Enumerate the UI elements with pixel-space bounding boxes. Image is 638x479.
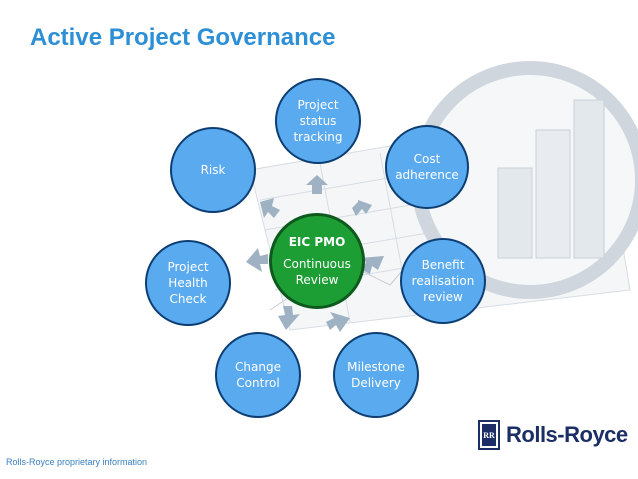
node-cost-adherence: Cost adherence bbox=[385, 125, 469, 209]
node-label: review bbox=[423, 290, 463, 304]
node-label: tracking bbox=[293, 130, 343, 144]
node-label: Cost bbox=[413, 152, 441, 166]
node-label: Milestone bbox=[347, 360, 405, 374]
node-milestone-delivery: Milestone Delivery bbox=[333, 332, 419, 418]
node-project-health-check: Project Health Check bbox=[145, 240, 231, 326]
hub-label: Review bbox=[295, 273, 339, 287]
node-change-control: Change Control bbox=[215, 332, 301, 418]
node-label: Change bbox=[235, 360, 281, 374]
brand-name: Rolls-Royce bbox=[506, 422, 628, 447]
node-project-status-tracking: Project status tracking bbox=[275, 78, 361, 164]
hub-title: EIC PMO bbox=[288, 235, 346, 249]
node-label: Check bbox=[169, 292, 207, 306]
node-label: Risk bbox=[200, 163, 226, 177]
node-label: adherence bbox=[395, 168, 459, 182]
node-label: Benefit bbox=[421, 258, 465, 272]
slide-title: Active Project Governance bbox=[30, 24, 336, 51]
node-benefit-realisation-review: Benefit realisation review bbox=[400, 238, 486, 324]
node-label: Project bbox=[297, 98, 339, 112]
hub-label: Continuous bbox=[283, 257, 351, 271]
rolls-royce-logo: RR Rolls-Royce bbox=[478, 420, 628, 450]
node-risk: Risk bbox=[170, 127, 256, 213]
rr-badge-icon: RR bbox=[478, 420, 500, 450]
node-label: Health bbox=[168, 276, 208, 290]
node-label: Project bbox=[167, 260, 209, 274]
node-label: status bbox=[299, 114, 337, 128]
hub-eic-pmo: EIC PMO Continuous Review bbox=[269, 213, 365, 309]
node-label: realisation bbox=[411, 274, 475, 288]
node-label: Control bbox=[236, 376, 280, 390]
node-label: Delivery bbox=[351, 376, 401, 390]
footer-note: Rolls-Royce proprietary information bbox=[6, 457, 148, 467]
